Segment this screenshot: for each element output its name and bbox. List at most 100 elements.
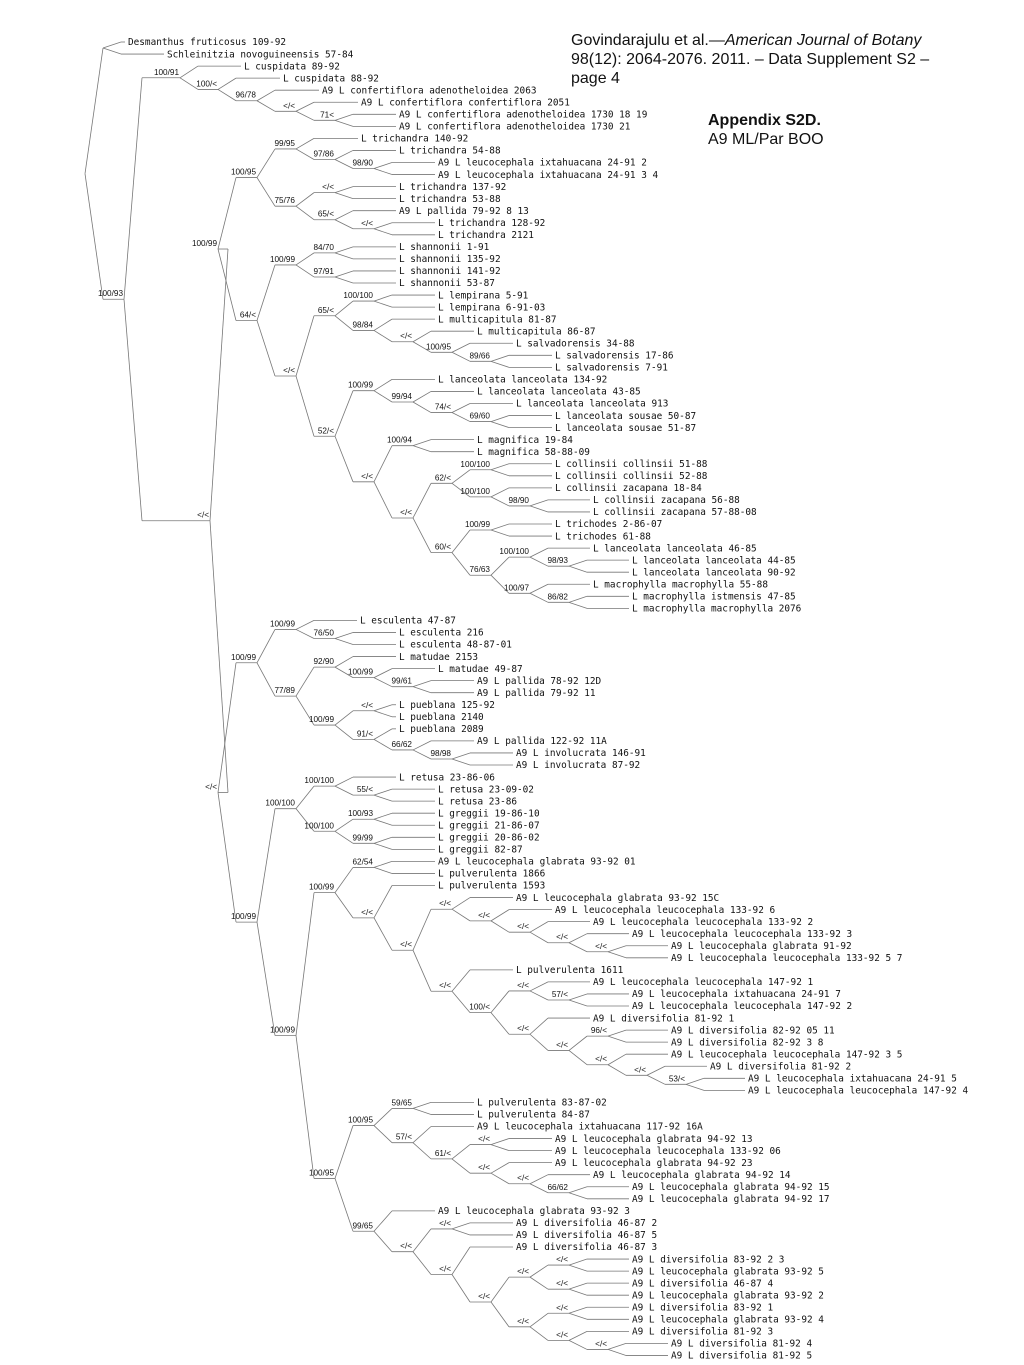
- branch-segment: [295, 315, 315, 377]
- branch-segment: [373, 168, 393, 175]
- branch-segment: [295, 666, 315, 697]
- branch-segment: [295, 695, 315, 726]
- support-value: </<: [400, 1242, 412, 1251]
- branch-segment: [373, 481, 393, 519]
- support-value: 62/54: [353, 857, 374, 866]
- support-value: </<: [361, 701, 373, 710]
- branch-segment: [412, 445, 432, 453]
- branch-segment: [373, 330, 393, 343]
- support-value: 100/95: [426, 342, 451, 351]
- branch-segment: [451, 1246, 471, 1275]
- branch-segment: [373, 228, 393, 236]
- branch-segment: [646, 1065, 666, 1076]
- journal-name: American Journal of Botany: [724, 32, 922, 49]
- taxon-label: L pulverulenta 83-87-02: [477, 1098, 607, 1109]
- support-value: 55/<: [357, 785, 373, 794]
- taxon-label: L collinsii collinsii 51-88: [555, 459, 708, 470]
- taxon-label: L pulverulenta 1611: [516, 965, 624, 976]
- branch-segment: [412, 401, 432, 413]
- support-value: </<: [595, 1055, 607, 1064]
- branch-segment: [373, 1125, 393, 1143]
- taxon-label: L pueblana 2089: [399, 724, 484, 735]
- taxon-label: A9 L leucocephala leucocephala 133-92 2: [593, 917, 813, 928]
- branch-segment: [568, 1282, 588, 1290]
- branch-segment: [256, 89, 276, 102]
- support-value: 100/99: [270, 619, 295, 628]
- taxon-label: A9 L leucocephala leucocephala 133-92 3: [632, 929, 852, 940]
- branch-segment: [295, 892, 315, 1036]
- branch-segment: [334, 390, 354, 437]
- taxon-label: L lanceolata sousae 51-87: [555, 423, 696, 434]
- taxon-label: L collinsii zacapana 56-88: [593, 495, 740, 506]
- branch-segment: [568, 1312, 588, 1320]
- branch-segment: [451, 1228, 471, 1236]
- branch-segment: [607, 1349, 627, 1356]
- branch-segment: [209, 520, 229, 793]
- branch-segment: [568, 601, 588, 609]
- taxon-label: A9 L leucocephala leucocephala 147-92 4: [748, 1086, 968, 1097]
- taxon-label: A9 L leucocephala ixtahuacana 24-91 7: [632, 989, 841, 1000]
- branch-segment: [217, 248, 237, 321]
- branch-segment: [607, 1029, 627, 1037]
- support-value: 100/100: [304, 821, 334, 830]
- taxon-label: A9 L leucocephala glabrata 94-92 14: [593, 1170, 791, 1181]
- appendix-subtitle: A9 ML/Par BOO: [708, 131, 824, 148]
- branch-segment: [334, 785, 354, 796]
- taxon-label: A9 L confertiflora adenotheloidea 2063: [322, 85, 536, 96]
- branch-segment: [490, 487, 510, 498]
- branch-segment: [529, 981, 549, 992]
- branch-segment: [529, 1312, 549, 1328]
- branch-segment: [334, 867, 354, 893]
- branch-segment: [209, 248, 229, 521]
- taxon-label: L lanceolata sousae 50-87: [555, 411, 696, 422]
- branch-segment: [295, 785, 315, 809]
- support-value: 98/84: [353, 320, 374, 329]
- branch-segment: [256, 320, 276, 377]
- support-value: 98/90: [353, 159, 374, 168]
- support-value: 100/91: [154, 68, 179, 77]
- branch-segment: [568, 1340, 588, 1350]
- branch-segment: [412, 1228, 432, 1252]
- branch-segment: [646, 1074, 666, 1085]
- taxon-label: A9 L pallida 78-92 12D: [477, 676, 602, 687]
- branch-segment: [373, 1210, 393, 1232]
- branch-segment: [490, 463, 510, 471]
- branch-segment: [568, 1306, 588, 1314]
- taxon-label: L trichandra 140-92: [361, 134, 468, 145]
- branch-segment: [568, 1264, 588, 1272]
- branch-segment: [256, 808, 276, 923]
- support-value: </<: [361, 219, 373, 228]
- branch-segment: [373, 318, 393, 331]
- citation-authors: Govindarajulu et al.—: [571, 32, 725, 49]
- taxon-label: A9 L involucrata 87-92: [516, 760, 640, 771]
- branch-segment: [295, 1035, 315, 1179]
- support-value: 76/63: [470, 565, 491, 574]
- branch-segment: [295, 620, 315, 630]
- appendix-label: Appendix S2D. A9 ML/Par BOO: [708, 111, 824, 149]
- branch-segment: [529, 1174, 549, 1185]
- branch-segment: [451, 752, 471, 760]
- taxon-label: L salvadorensis 17-86: [555, 351, 674, 362]
- branch-segment: [334, 666, 354, 678]
- taxon-label: L lempirana 5-91: [438, 290, 529, 301]
- branch-segment: [529, 1183, 549, 1194]
- taxon-label: A9 L leucocephala ixtahuacana 24-91 3 4: [438, 170, 658, 181]
- support-value: </<: [595, 1339, 607, 1348]
- support-value: 100/100: [460, 487, 490, 496]
- taxon-label: L retusa 23-86-06: [399, 772, 495, 783]
- branch-segment: [529, 1017, 549, 1035]
- support-value: 74/<: [435, 403, 451, 412]
- branch-segment: [490, 354, 510, 362]
- support-value: </<: [197, 511, 209, 520]
- support-value: 100/<: [196, 79, 217, 88]
- support-value: 100/95: [309, 1168, 334, 1177]
- branch-segment: [334, 818, 354, 832]
- branch-segment: [256, 662, 276, 697]
- branch-segment: [295, 808, 315, 832]
- taxon-label: L trichandra 53-88: [399, 194, 501, 205]
- taxon-label: L lanceolata lanceolata 90-92: [632, 567, 796, 578]
- citation-line-3: page 4: [571, 70, 620, 87]
- support-value: 100/95: [231, 168, 256, 177]
- branch-segment: [295, 205, 315, 221]
- taxon-label: A9 L leucocephala glabrata 94-92 13: [555, 1134, 753, 1145]
